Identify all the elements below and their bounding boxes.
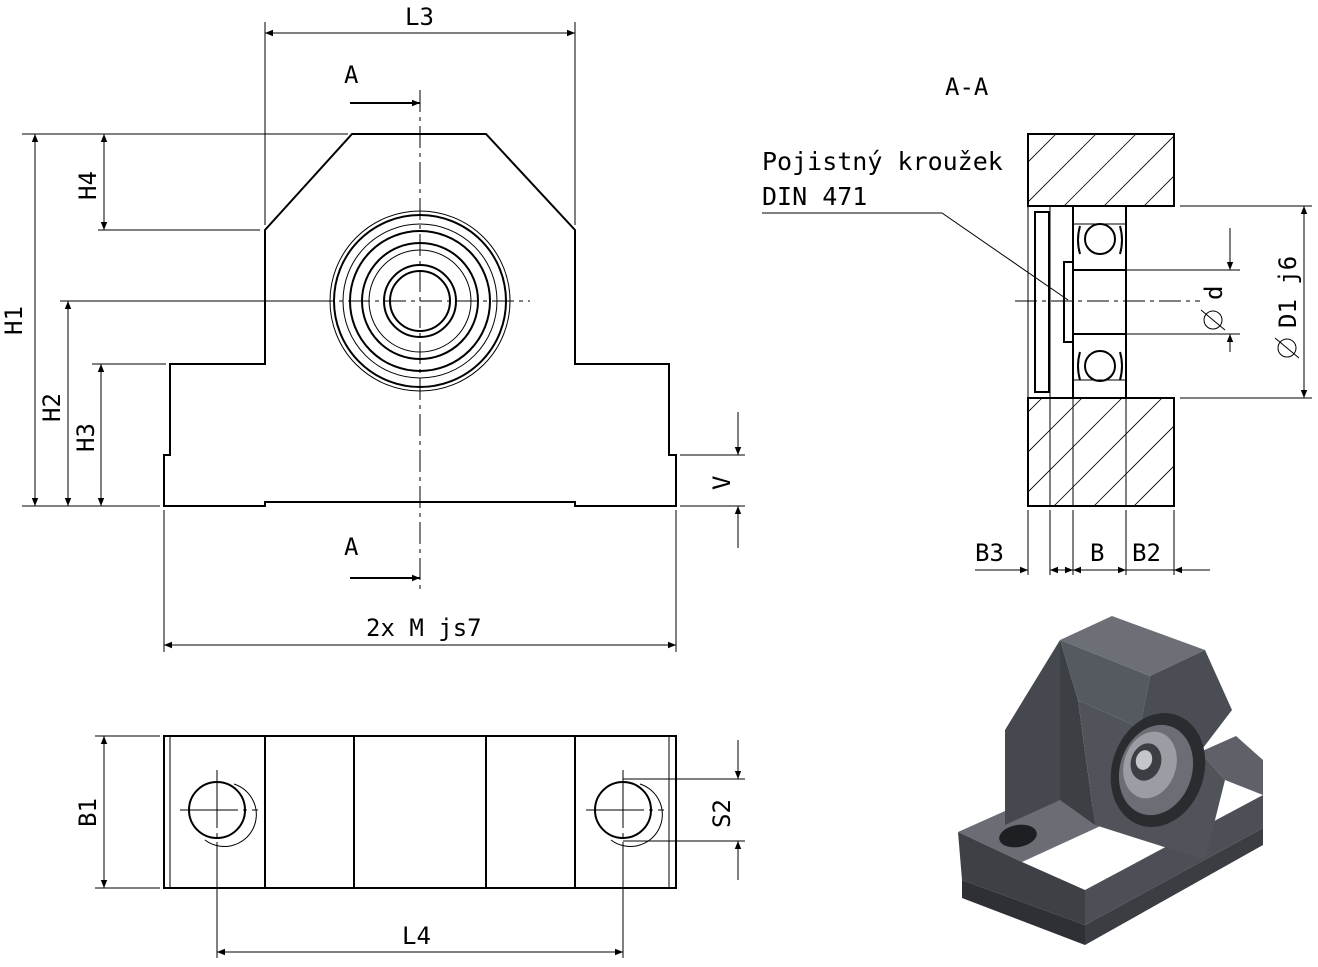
dim-B1: B1 [74,798,102,827]
dim-H4: H4 [74,171,102,200]
dim-S2: S2 [708,799,736,828]
dim-d: d [1200,286,1228,300]
dim-H2: H2 [38,393,66,422]
dim-L3: L3 [405,3,434,31]
note-din: DIN 471 [762,182,867,211]
dim-D1: D1 j6 [1274,256,1302,328]
top-view: B1 S2 L4 [74,735,745,958]
dim-B2: B2 [1132,539,1161,567]
bearing-block-3d-render [958,616,1263,945]
dim-M: 2x M js7 [366,614,482,642]
dim-L4: L4 [402,922,431,950]
hatch-bottom [1028,398,1174,506]
section-label-bottom: A [344,533,359,561]
dim-B: B [1090,539,1104,567]
dim-V: V [708,476,736,490]
housing-outline [163,133,677,507]
hatch-top [1028,134,1174,206]
note-retaining-ring: Pojistný kroužek [762,147,1003,176]
section-view: A-A Pojistný kroužek DIN 471 [762,73,1312,575]
section-label-top: A [344,61,359,89]
front-view: A A L3 H1 H4 H2 H3 V [0,3,745,652]
mounting-hole-right [586,770,664,850]
section-title: A-A [945,73,989,101]
dim-H1: H1 [0,306,28,335]
mounting-hole-left [180,770,258,850]
dim-B3: B3 [975,539,1004,567]
dim-H3: H3 [72,423,100,452]
